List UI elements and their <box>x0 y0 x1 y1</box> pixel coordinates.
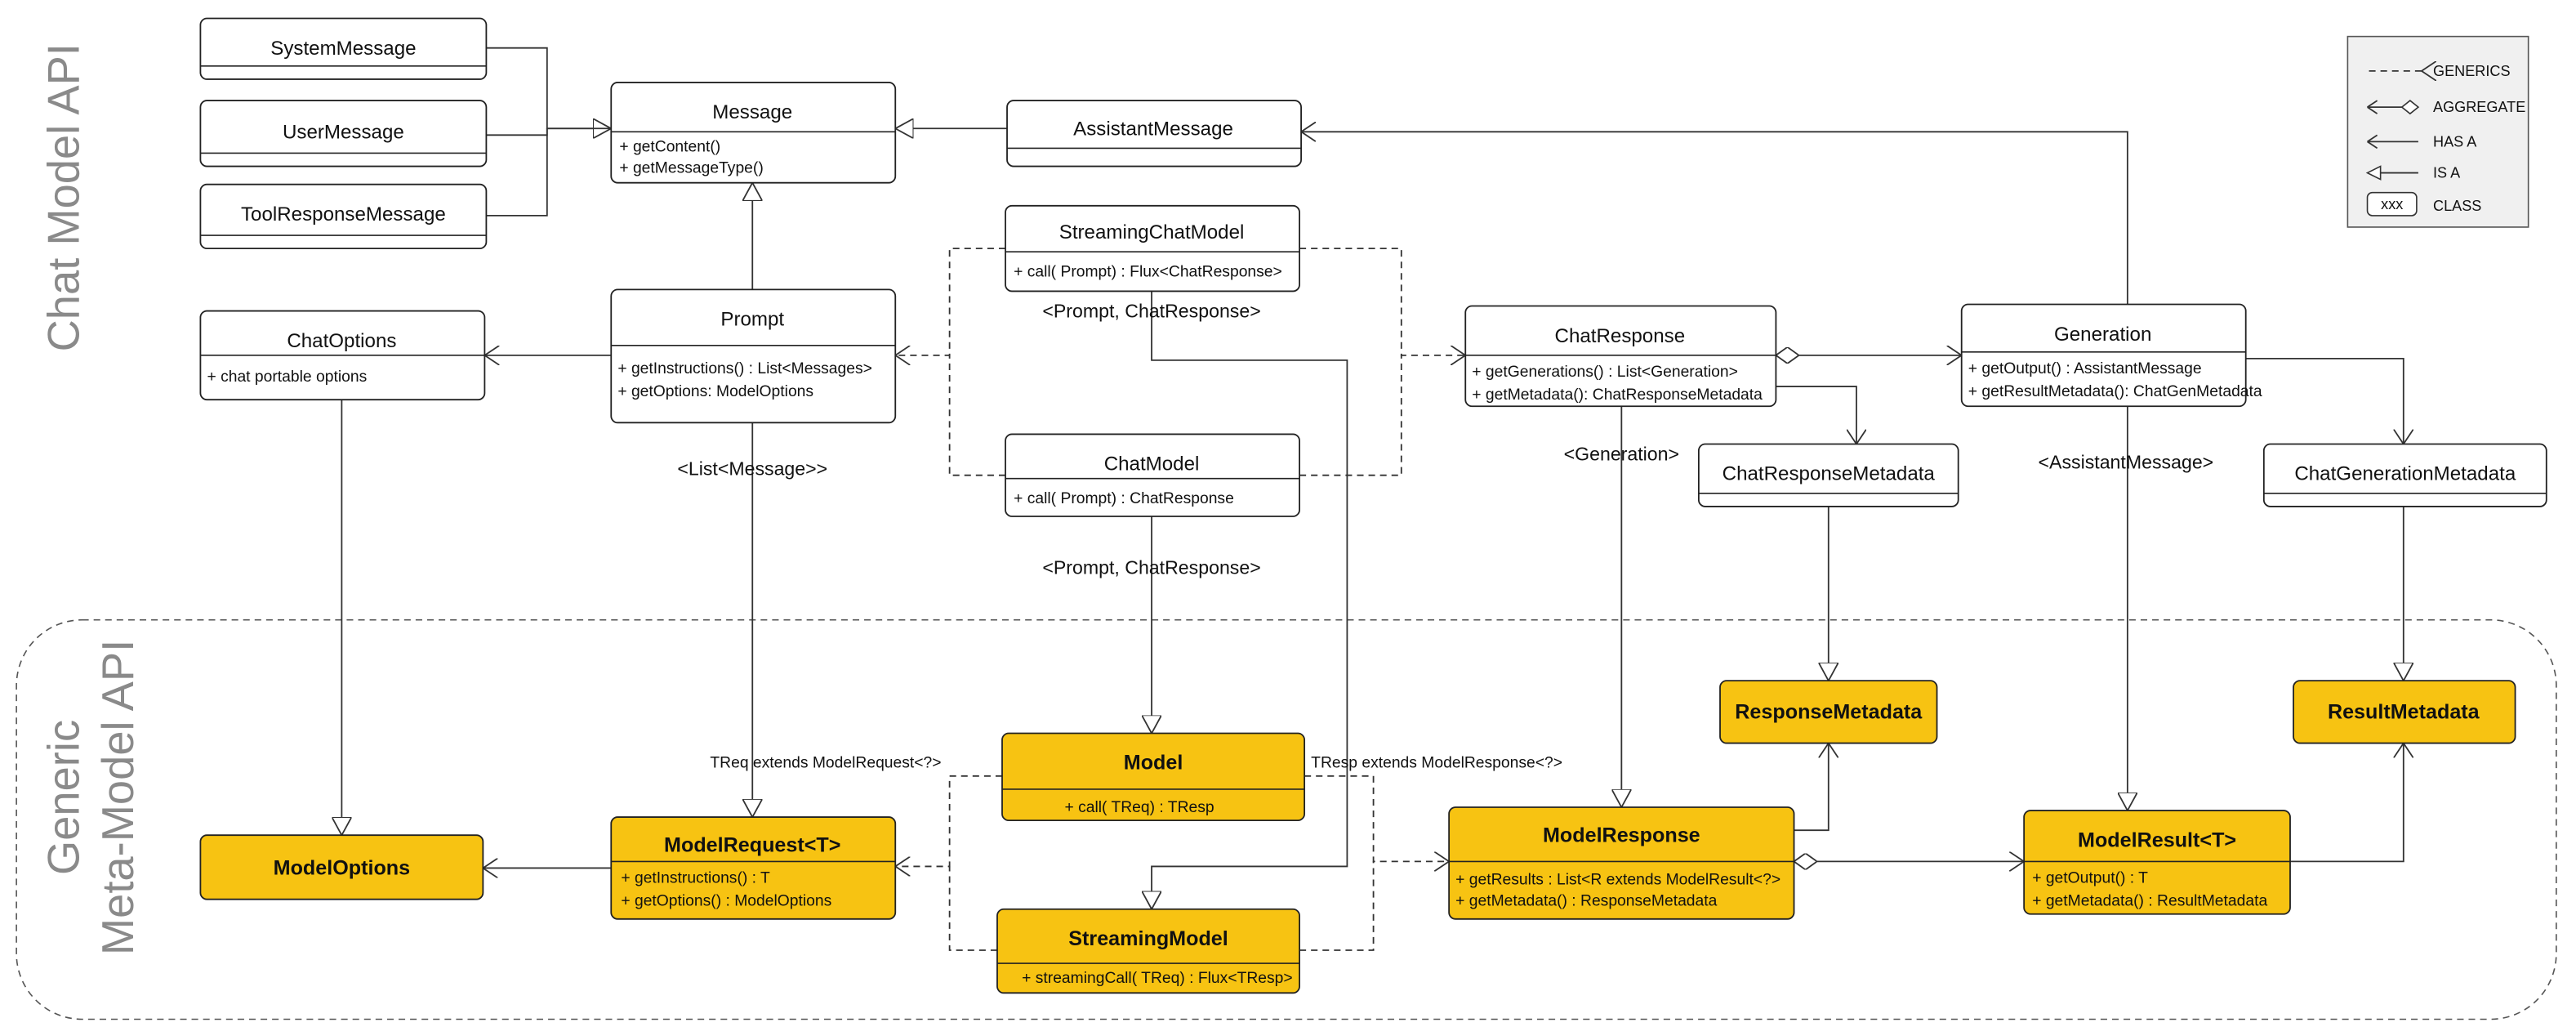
class-title: Generation <box>2054 324 2151 346</box>
class-title: ResponseMetadata <box>1735 700 1923 723</box>
legend: GENERICS AGGREGATE HAS A IS A xxx CLASS <box>2346 35 2529 228</box>
edges <box>341 47 2404 951</box>
class-method: + getOutput() : T <box>2032 870 2148 887</box>
edge-model-generics-request <box>895 775 1003 867</box>
class-method: + getMetadata(): ChatResponseMetadata <box>1472 386 1763 404</box>
class-resultmetadata[interactable]: ResultMetadata <box>2293 680 2516 744</box>
class-title: ChatModel <box>1104 453 1200 476</box>
class-method: + getOptions: ModelOptions <box>617 383 813 400</box>
generic-label: Generic <box>39 720 89 875</box>
edge-streamingchatmodel-is-a-streamingmodel <box>1152 291 1348 909</box>
class-title: Message <box>712 101 792 123</box>
class-title: ChatGenerationMetadata <box>2294 463 2516 485</box>
class-title: ModelResult<T> <box>2078 828 2236 851</box>
edge-chat-generics-prompt <box>895 248 1006 355</box>
class-method: + streamingCall( TReq) : Flux<TResp> <box>1022 970 1293 987</box>
edge-label-streaming-chat-generics: <Prompt, ChatResponse> <box>1042 301 1260 322</box>
edge-systemmessage-is-a-message <box>486 47 611 129</box>
class-chatmodel[interactable]: ChatModel + call( Prompt) : ChatResponse <box>1005 433 1300 517</box>
class-title: ToolResponseMessage <box>241 203 446 226</box>
edge-label-prompt-generics: <List<Message>> <box>677 458 827 480</box>
class-assistantmessage[interactable]: AssistantMessage <box>1006 100 1302 167</box>
class-message[interactable]: Message + getContent() + getMessageType(… <box>610 82 897 184</box>
class-method: + getInstructions() : T <box>621 870 770 887</box>
class-modelresult[interactable]: ModelResult<T> + getOutput() : T + getMe… <box>2023 810 2291 915</box>
edge-chatresponse-has-metadata <box>1776 386 1856 444</box>
class-method: + getOutput() : AssistantMessage <box>1968 360 2202 377</box>
class-streamingmodel[interactable]: StreamingModel + streamingCall( TReq) : … <box>996 908 1300 994</box>
class-method: + getGenerations() : List<Generation> <box>1472 364 1738 381</box>
class-title: AssistantMessage <box>1073 118 1233 140</box>
class-modeloptions[interactable]: ModelOptions <box>199 834 484 900</box>
class-usermessage[interactable]: UserMessage <box>199 100 488 167</box>
class-method: + chat portable options <box>207 368 367 386</box>
edge-usermessage-is-a-message <box>486 127 612 136</box>
class-method: + call( Prompt) : ChatResponse <box>1014 490 1234 507</box>
class-method: + call( TReq) : TResp <box>1064 799 1214 816</box>
legend-has-a: HAS A <box>2433 133 2477 150</box>
class-method: + getInstructions() : List<Messages> <box>617 360 872 377</box>
class-method: + getMessageType() <box>619 160 763 177</box>
class-method: + call( Prompt) : Flux<ChatResponse> <box>1014 263 1282 280</box>
class-method: + getResultMetadata(): ChatGenMetadata <box>1968 383 2262 400</box>
edge-toolresponse-is-a-message <box>486 128 548 217</box>
class-responsemetadata[interactable]: ResponseMetadata <box>1719 680 1938 744</box>
class-title: UserMessage <box>283 121 404 143</box>
class-title: Model <box>1124 752 1183 775</box>
class-method: + getMetadata() : ResponseMetadata <box>1455 893 1717 910</box>
class-model[interactable]: Model + call( TReq) : TResp <box>1001 732 1306 822</box>
class-chatresponsemetadata[interactable]: ChatResponseMetadata <box>1697 443 1959 507</box>
class-title: ChatResponseMetadata <box>1723 463 1936 485</box>
edge-generation-has-metadata <box>2245 357 2404 444</box>
class-toolresponsemessage[interactable]: ToolResponseMessage <box>199 183 488 250</box>
legend-class: CLASS <box>2433 198 2481 214</box>
edge-modelresponse-has-metadata <box>1794 744 1829 832</box>
class-modelrequest[interactable]: ModelRequest<T> + getInstructions() : T … <box>610 816 897 920</box>
class-method: + getResults : List<R extends ModelResul… <box>1455 872 1780 889</box>
class-modelresponse[interactable]: ModelResponse + getResults : List<R exte… <box>1448 806 1795 920</box>
legend-class-sample: xxx <box>2381 196 2403 212</box>
class-title: Prompt <box>720 309 784 331</box>
edge-modelresult-has-metadata <box>2290 744 2404 863</box>
edge-label-generation-generics: <AssistantMessage> <box>2039 452 2214 473</box>
class-title: ResultMetadata <box>2328 700 2480 723</box>
class-method: + getContent() <box>619 138 720 155</box>
edge-chat-generics-response <box>1299 248 1465 355</box>
edge-model-generics-response <box>1304 775 1449 862</box>
class-chatoptions[interactable]: ChatOptions + chat portable options <box>199 310 486 401</box>
class-streamingchatmodel[interactable]: StreamingChatModel + call( Prompt) : Flu… <box>1005 204 1300 292</box>
class-chatgenerationmetadata[interactable]: ChatGenerationMetadata <box>2262 443 2547 507</box>
chat-model-api-label: Chat Model API <box>39 43 89 351</box>
class-title: ModelOptions <box>274 856 410 879</box>
class-title: ModelRequest<T> <box>664 833 840 856</box>
edge-generation-has-assistant <box>1301 132 2128 305</box>
class-title: StreamingModel <box>1068 927 1228 950</box>
class-title: ChatResponse <box>1555 325 1686 347</box>
meta-model-api-label: Meta-Model API <box>93 640 143 955</box>
class-title: SystemMessage <box>270 38 416 60</box>
class-sample-icon <box>2366 191 2418 217</box>
edge-label-chat-model-generics: <Prompt, ChatResponse> <box>1042 556 1260 578</box>
edge-label-treq: TReq extends ModelRequest<?> <box>710 755 941 772</box>
class-title: ChatOptions <box>287 330 396 352</box>
class-generation[interactable]: Generation + getOutput() : AssistantMess… <box>1960 303 2262 408</box>
legend-is-a: IS A <box>2433 165 2461 181</box>
class-method: + getOptions() : ModelOptions <box>621 893 831 910</box>
edge-label-chat-response-generics: <Generation> <box>1564 444 1679 465</box>
class-chatresponse[interactable]: ChatResponse + getGenerations() : List<G… <box>1464 305 1777 408</box>
class-title: ModelResponse <box>1543 824 1700 846</box>
class-systemmessage[interactable]: SystemMessage <box>199 17 488 80</box>
legend-aggregate: AGGREGATE <box>2433 99 2525 115</box>
class-prompt[interactable]: Prompt + getInstructions() : List<Messag… <box>610 288 897 424</box>
class-method: + getMetadata() : ResultMetadata <box>2032 893 2267 910</box>
edge-label-tresp: TResp extends ModelResponse<?> <box>1311 755 1562 772</box>
legend-generics: GENERICS <box>2433 63 2511 79</box>
generic-meta-model-region <box>16 618 2557 1020</box>
class-title: StreamingChatModel <box>1059 221 1245 243</box>
